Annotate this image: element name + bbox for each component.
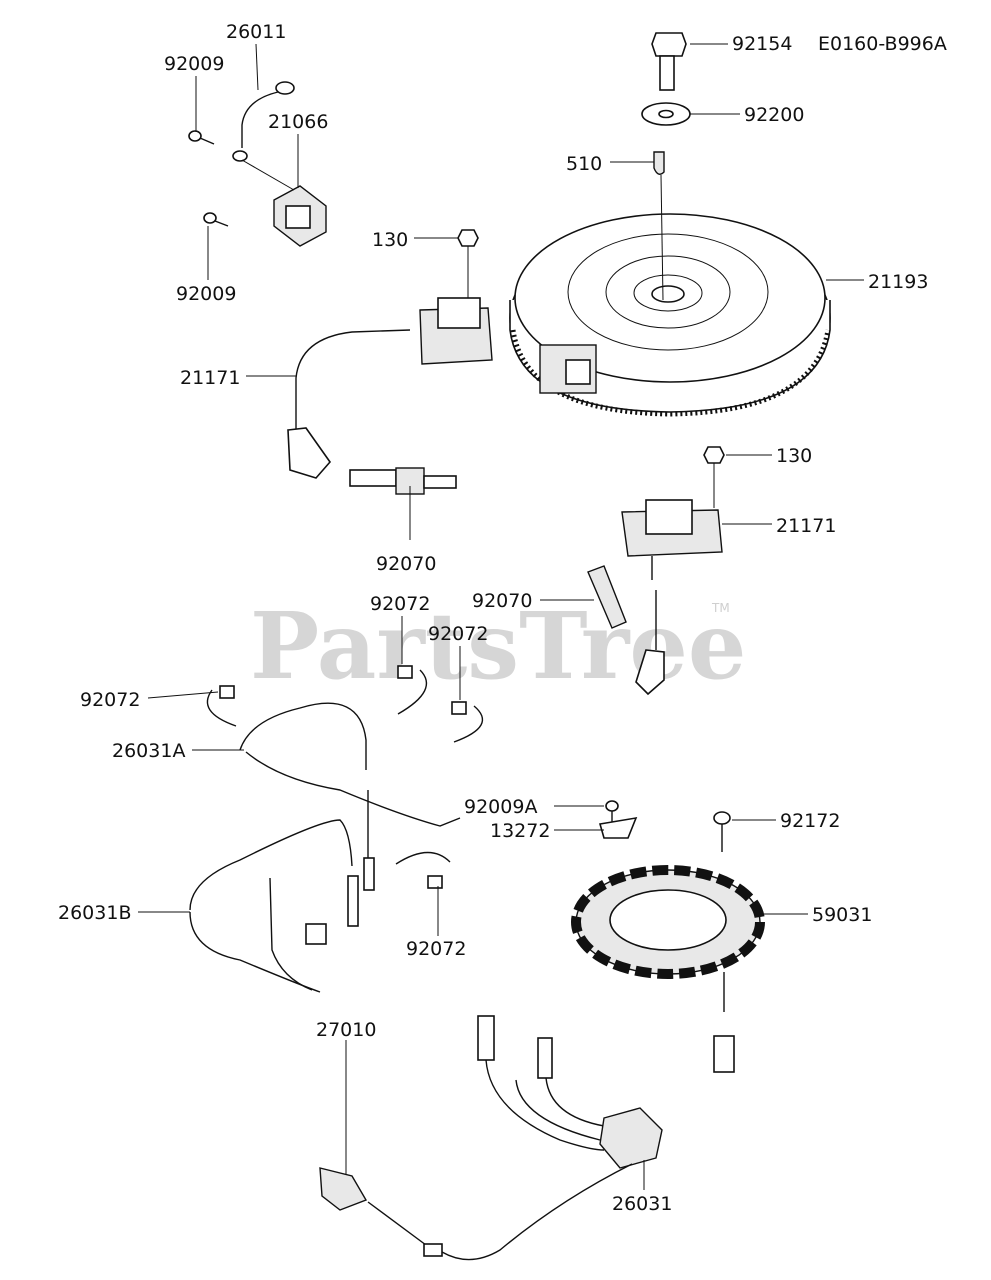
callout-label: 13272: [490, 820, 550, 842]
pressure-switch-part: [319, 1167, 443, 1257]
callout-label: 26031A: [112, 740, 185, 762]
spark-plug-part: [349, 467, 457, 495]
watermark-text: PartsTree: [250, 592, 746, 700]
callout-label: 21066: [268, 111, 328, 133]
bracket-part: [598, 816, 638, 839]
callout-label: 92009: [176, 283, 236, 305]
harness-part: [189, 819, 359, 993]
callout-label: 21171: [180, 367, 240, 389]
clamp-part: [397, 665, 428, 715]
bolt-part: [703, 446, 725, 508]
callout-label: 92072: [80, 689, 140, 711]
bolt-part: [651, 32, 687, 91]
regulator-part: [273, 185, 327, 247]
ground-wire-part: [232, 81, 295, 162]
callout-label: 27010: [316, 1019, 376, 1041]
diagram-id: E0160-B996A: [818, 33, 947, 55]
callout-label: 92072: [428, 623, 488, 645]
flywheel-part: [509, 213, 831, 417]
leader-lines: [138, 43, 864, 1190]
callout-label: 26031: [612, 1193, 672, 1215]
callout-label: 92009: [164, 53, 224, 75]
callout-label: 92072: [406, 938, 466, 960]
callout-label: 130: [776, 445, 812, 467]
callout-label: 130: [372, 229, 408, 251]
clamp-part: [206, 685, 237, 727]
callout-label: 59031: [812, 904, 872, 926]
washer-part: [641, 102, 691, 126]
callout-label: 92009A: [464, 796, 537, 818]
harness-part: [239, 702, 461, 891]
ignition-coil-part: [621, 499, 723, 696]
callout-label: 92070: [376, 553, 436, 575]
harness-part: [441, 1015, 663, 1261]
callout-label: 21171: [776, 515, 836, 537]
callout-labels: 26011 92009 21066 92009 92154 92200 510 …: [58, 21, 928, 1215]
bolt-part: [457, 229, 479, 298]
callout-label: 26011: [226, 21, 286, 43]
callout-label: 92154: [732, 33, 792, 55]
clamp-part: [395, 851, 451, 889]
callout-label: 92172: [780, 810, 840, 832]
key-part: [653, 151, 665, 175]
ignition-coil-part: [287, 297, 493, 479]
callout-label: 26031B: [58, 902, 131, 924]
screw-part: [188, 130, 215, 145]
spark-plug-part: [587, 565, 627, 629]
watermark-trademark: TM: [711, 601, 730, 615]
screw-part: [713, 811, 731, 852]
screw-part: [203, 212, 229, 227]
callout-label: 92072: [370, 593, 430, 615]
stator-part: [571, 865, 765, 1073]
callout-label: 92070: [472, 590, 532, 612]
clamp-part: [451, 701, 484, 743]
callout-label: 92200: [744, 104, 804, 126]
callout-label: 510: [566, 153, 602, 175]
callout-label: 21193: [868, 271, 928, 293]
